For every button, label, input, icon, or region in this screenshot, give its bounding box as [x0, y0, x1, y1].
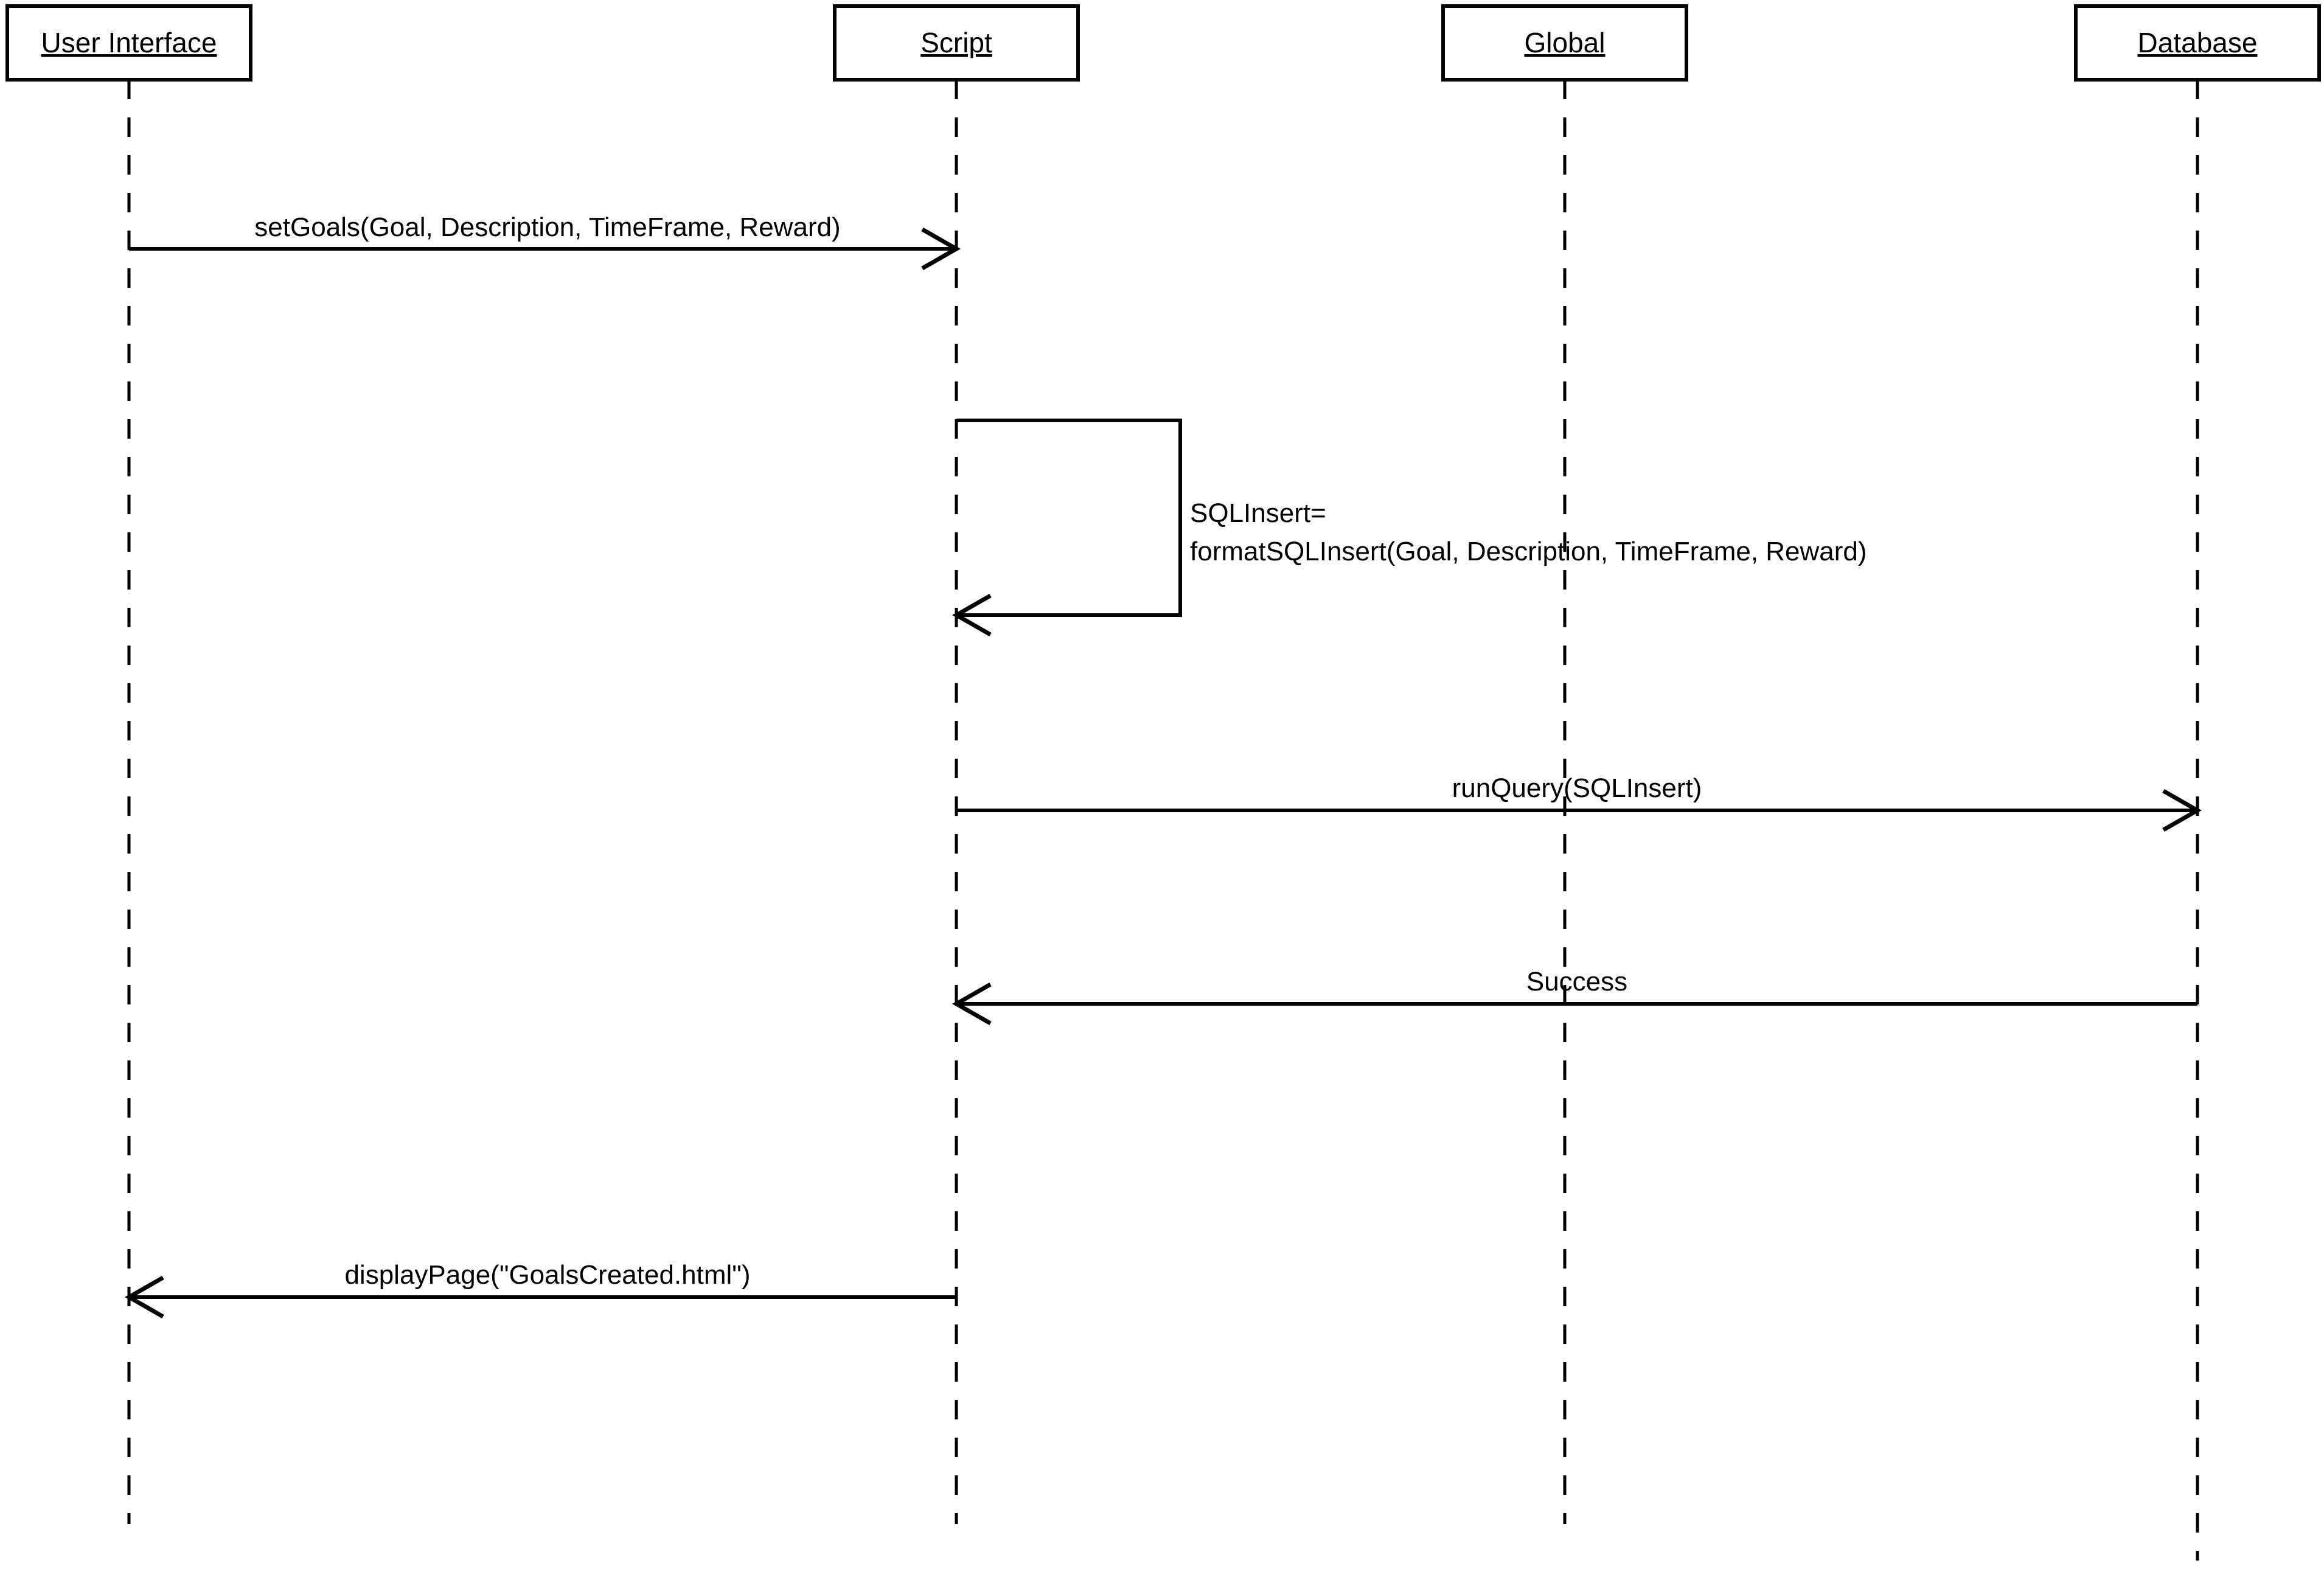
- participant-box-script: [833, 4, 1080, 82]
- message-label-sqlinsert-line2: formatSQLInsert(Goal, Description, TimeF…: [1190, 537, 1867, 566]
- participant-box-database: [2074, 4, 2321, 82]
- self-message-loop: [956, 419, 1182, 617]
- participant-label-database: Database: [2138, 27, 2258, 58]
- arrowhead-right-icon: [921, 227, 961, 271]
- participant-box-user-interface: [5, 4, 252, 82]
- arrowhead-right-icon: [2162, 788, 2202, 832]
- participant-label-global: Global: [1525, 27, 1606, 58]
- participant-box-global: [1441, 4, 1688, 82]
- message-label-runquery: runQuery(SQLInsert): [1452, 773, 1702, 803]
- message-label-displaypage: displayPage("GoalsCreated.html"): [344, 1260, 750, 1290]
- message-label-sqlinsert-line1: SQLInsert=: [1190, 498, 1326, 528]
- arrowhead-left-icon: [952, 982, 992, 1026]
- message-label-setgoals: setGoals(Goal, Description, TimeFrame, R…: [254, 212, 840, 242]
- participant-label-user-interface: User Interface: [41, 27, 217, 58]
- message-label-success: Success: [1526, 967, 1627, 997]
- arrowhead-left-icon: [124, 1275, 164, 1319]
- arrowhead-left-icon: [952, 593, 992, 637]
- participant-label-script: Script: [920, 27, 992, 58]
